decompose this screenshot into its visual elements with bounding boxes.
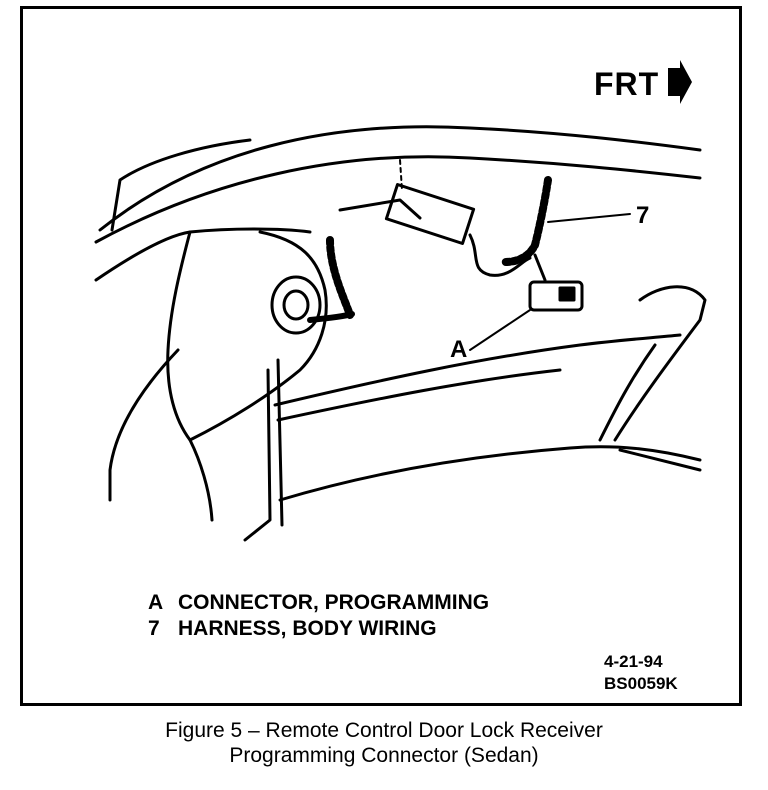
front-direction-label: FRT [594,66,660,102]
legend: A CONNECTOR, PROGRAMMING 7 HARNESS, BODY… [148,590,489,642]
headliner-outline [98,125,702,232]
legend-key: 7 [148,617,160,640]
figure-frame [20,6,742,706]
vehicle-interior-illustration [94,125,707,542]
front-arrow-icon [668,60,692,104]
caption-line-2: Programming Connector (Sedan) [229,744,539,767]
pillar-housing [166,230,328,442]
legend-text: CONNECTOR, PROGRAMMING [178,591,490,614]
callout-7: 7 [636,202,650,229]
figure-code: BS0059K [604,674,678,693]
harness-body-wiring [501,176,552,266]
grommet [270,275,322,335]
legend-key: A [148,591,164,614]
leader-a [469,309,531,351]
figure-caption: Figure 5 – Remote Control Door Lock Rece… [0,718,768,768]
shelf-line [273,333,682,407]
door-panel [613,285,707,442]
date-stamp: 4-21-94 [604,652,663,671]
legend-row: 7 HARNESS, BODY WIRING [148,616,489,642]
caption-line-1: Figure 5 – Remote Control Door Lock Rece… [165,719,603,742]
leader-7 [547,213,631,223]
callout-a: A [450,336,468,363]
legend-row: A CONNECTOR, PROGRAMMING [148,590,489,616]
main-connector [384,183,476,245]
legend-text: HARNESS, BODY WIRING [178,617,437,640]
